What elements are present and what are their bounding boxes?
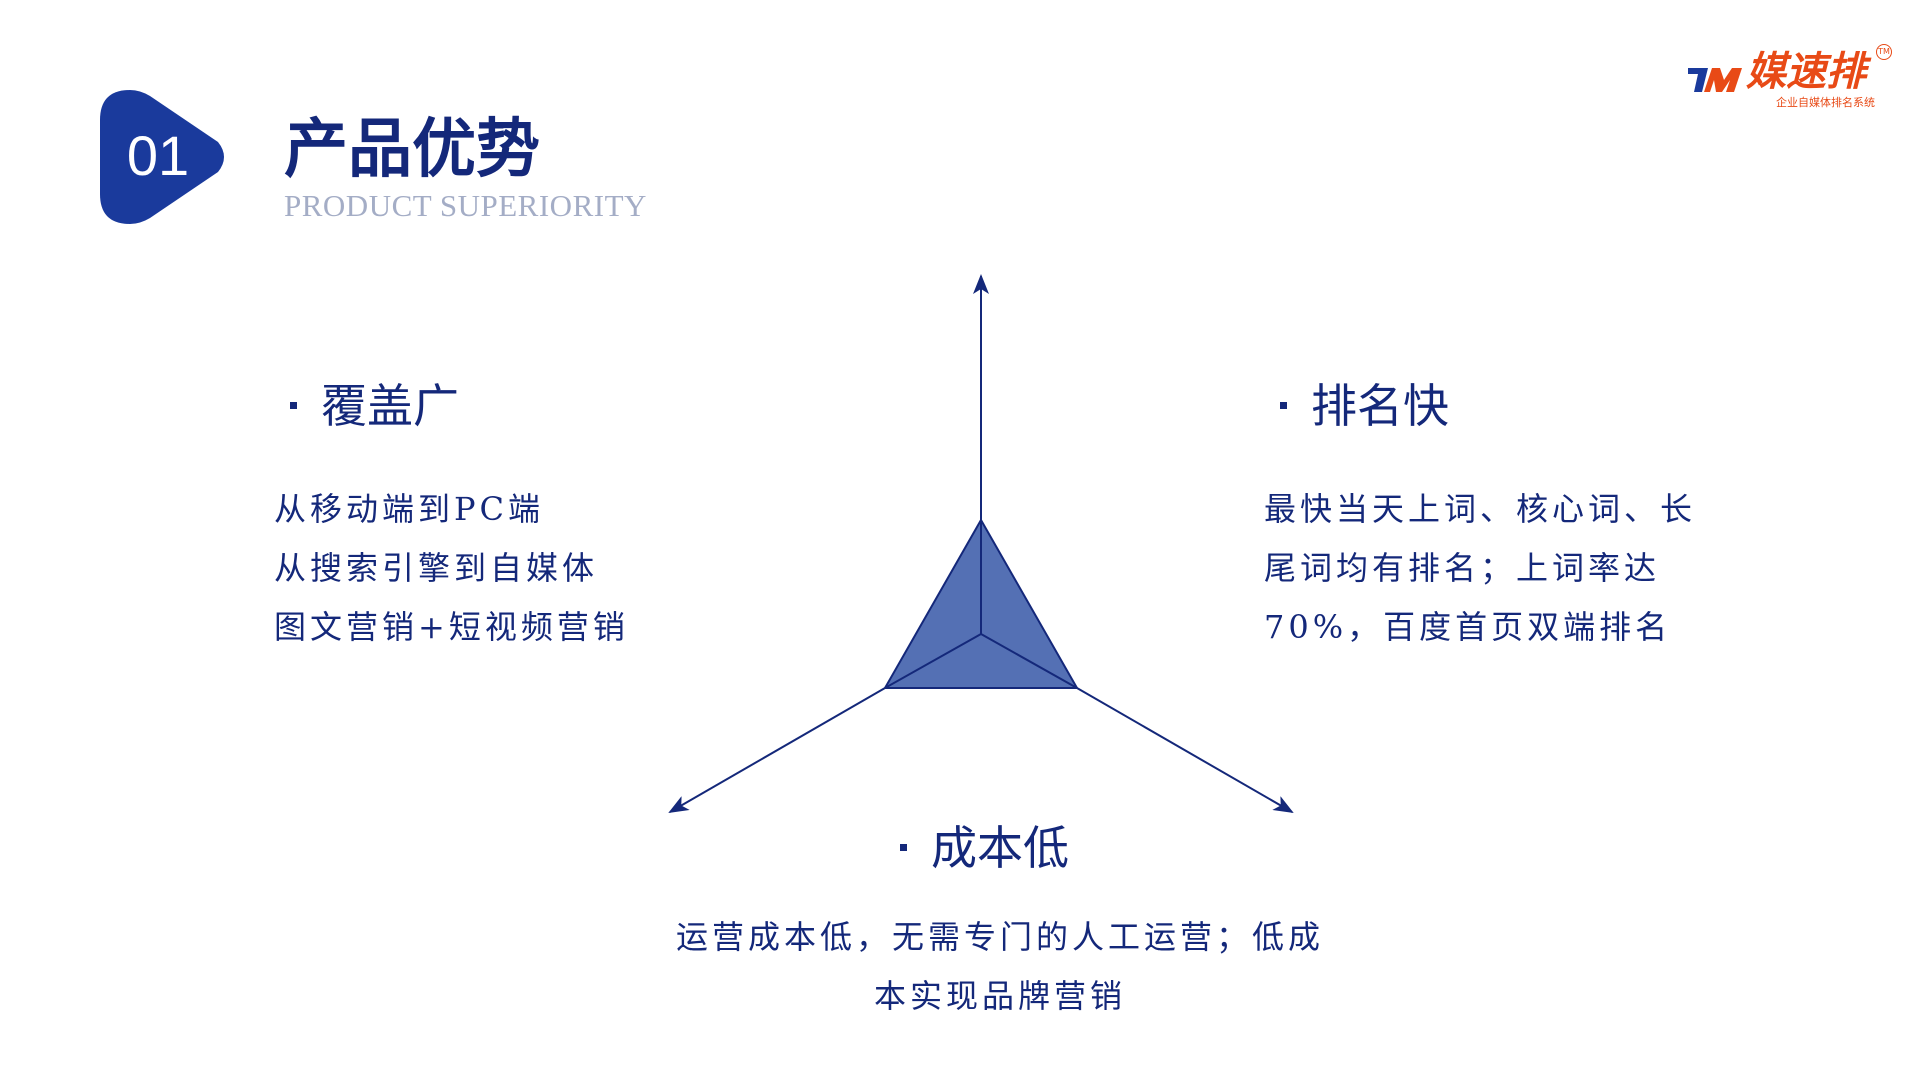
point-title-text: 成本低 xyxy=(931,821,1069,875)
desc-line: 最快当天上词、核心词、长 xyxy=(1264,490,1697,528)
desc-line: 70%，百度首页双端排名 xyxy=(1264,608,1672,646)
section-badge: 01 xyxy=(100,88,230,226)
point-title-coverage: 覆盖广 xyxy=(290,376,459,436)
axis-right xyxy=(1076,687,1294,813)
page-title: 产品优势 xyxy=(284,113,540,187)
desc-line: 图文营销+短视频营销 xyxy=(274,608,629,646)
brand-tagline: 企业自媒体排名系统 xyxy=(1776,96,1875,109)
bullet-dot xyxy=(900,844,907,851)
brand-name: 媒速排 xyxy=(1746,49,1866,95)
play-arrow-icon xyxy=(100,90,224,224)
bullet-dot xyxy=(290,402,297,409)
trademark-badge: TM xyxy=(1876,44,1892,60)
section-number: 01 xyxy=(126,124,190,187)
point-desc-coverage: 从移动端到PC端 从搜索引擎到自媒体 图文营销+短视频营销 xyxy=(274,480,629,657)
point-title-ranking: 排名快 xyxy=(1280,376,1449,436)
desc-line: 从移动端到PC端 xyxy=(274,490,545,528)
axis-left xyxy=(668,687,886,813)
brand-logo: 媒速排 TM 企业自媒体排名系统 xyxy=(1680,42,1892,112)
brand-mark-icon xyxy=(1688,68,1742,92)
triangle xyxy=(883,517,1079,689)
bullet-dot xyxy=(1280,402,1287,409)
point-title-text: 排名快 xyxy=(1311,379,1449,433)
point-title-cost: 成本低 xyxy=(900,818,1069,878)
desc-line: 尾词均有排名；上词率达 xyxy=(1264,549,1661,587)
desc-line: 从搜索引擎到自媒体 xyxy=(274,549,599,587)
point-desc-ranking: 最快当天上词、核心词、长 尾词均有排名；上词率达 70%，百度首页双端排名 xyxy=(1264,480,1696,657)
point-title-text: 覆盖广 xyxy=(321,379,459,433)
desc-line: 本实现品牌营销 xyxy=(873,977,1126,1015)
point-desc-cost: 运营成本低，无需专门的人工运营；低成 本实现品牌营销 xyxy=(560,908,1440,1026)
desc-line: 运营成本低，无需专门的人工运营；低成 xyxy=(675,918,1324,956)
page-subtitle: PRODUCT SUPERIORITY xyxy=(284,188,647,223)
